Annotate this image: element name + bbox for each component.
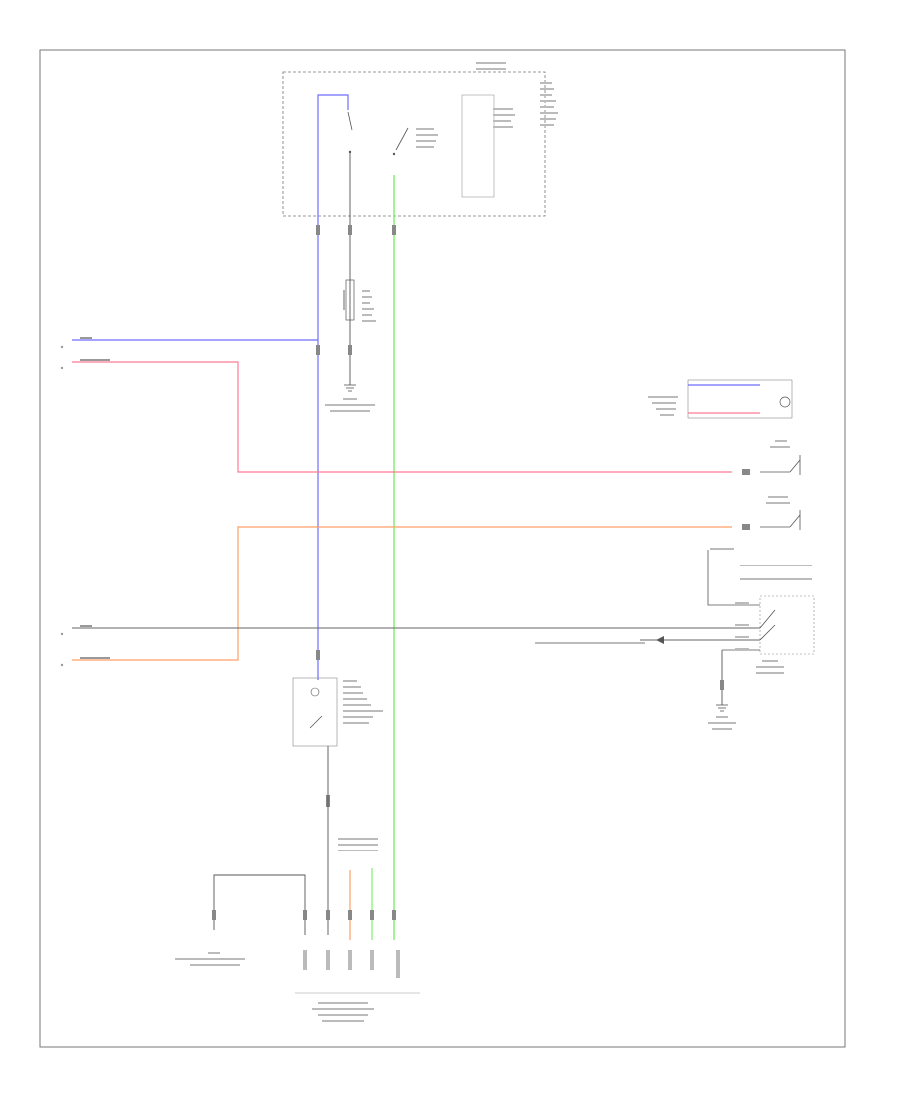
wire-red — [72, 361, 732, 473]
ground-upper — [344, 384, 356, 392]
left-terminals — [60, 337, 110, 667]
right-connector — [535, 548, 815, 705]
diagram-frame — [39, 49, 846, 1048]
inline-fuse — [345, 279, 376, 322]
wire-orange — [72, 526, 732, 940]
ground-upper-label — [325, 398, 375, 412]
wire-blue — [72, 94, 349, 680]
switch-module — [292, 677, 383, 935]
right-sensor-3 — [742, 496, 801, 530]
ground-right — [708, 704, 736, 730]
bottom-wiring — [175, 838, 420, 1022]
right-sensor-1 — [648, 379, 793, 419]
wire-gray-horizontal — [72, 627, 760, 641]
top-module — [282, 62, 558, 217]
right-sensor-2 — [742, 440, 801, 475]
bottom-connector-label — [312, 1002, 374, 1022]
connector-marks — [316, 225, 396, 807]
ground-left — [175, 952, 245, 966]
